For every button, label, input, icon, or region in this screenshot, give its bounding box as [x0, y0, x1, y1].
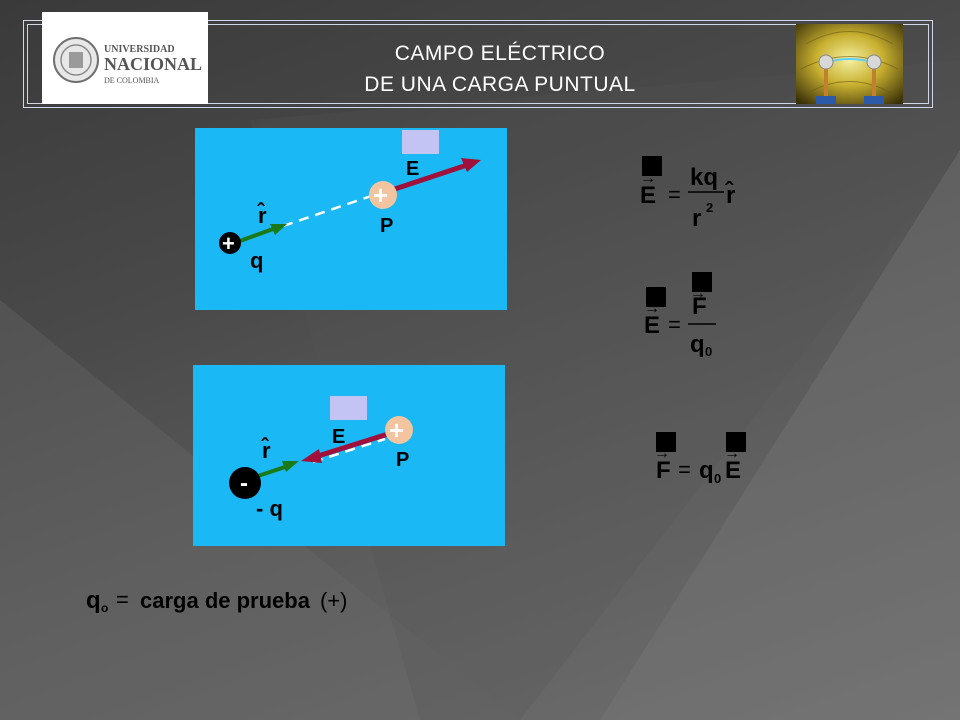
eq2-denominator: q — [690, 331, 705, 358]
source-charge — [229, 467, 261, 499]
test-charge — [385, 416, 413, 444]
dashed-line — [312, 437, 386, 464]
eq3-subscript: 0 — [714, 471, 721, 486]
field-vector-arrowhead — [301, 449, 322, 463]
unit-vector-label: r̂ — [261, 437, 271, 463]
unit-vector-arrow — [254, 465, 286, 479]
arrow-glyph: → — [690, 285, 706, 302]
arrow-glyph: → — [644, 300, 660, 317]
test-charge — [369, 181, 397, 209]
logo-seal-icon — [53, 37, 99, 83]
unit-vector-arrowhead — [270, 224, 287, 235]
point-label: P — [396, 449, 409, 471]
vector-box — [726, 432, 746, 452]
diagram-positive-charge: E + P r̂ + q — [195, 128, 507, 310]
page-title: CAMPO ELÉCTRICO DE UNA CARGA PUNTUAL — [300, 38, 700, 100]
point-label: P — [380, 215, 393, 237]
vector-box — [656, 432, 676, 452]
equation-field-definition: → → E = F q 0 — [644, 272, 716, 359]
unit-vector-arrowhead — [282, 461, 299, 472]
logo-line3: DE COLOMBIA — [104, 76, 160, 85]
field-vector-placeholder — [330, 396, 367, 420]
title-line1: CAMPO ELÉCTRICO — [394, 42, 606, 65]
arrow-glyph: → — [724, 445, 740, 462]
eq3-rhs: E — [725, 457, 741, 484]
test-charge-sign: (+) — [320, 588, 348, 613]
test-charge-sign: + — [373, 180, 388, 210]
test-charge-definition: q o = carga de prueba (+) — [86, 587, 348, 615]
logo-line2: NACIONAL — [104, 54, 202, 74]
logo-line1: UNIVERSIDAD — [104, 44, 175, 55]
vector-box — [646, 287, 666, 307]
source-charge-sign: + — [222, 231, 235, 256]
eq3-lhs: F — [656, 457, 671, 484]
eq2-subscript: 0 — [705, 344, 712, 359]
test-charge-subscript: o — [101, 601, 108, 615]
eq1-numerator: kq — [690, 164, 718, 191]
vector-box — [692, 272, 712, 292]
eq1-denominator: r — [692, 205, 701, 232]
eq2-numerator: F — [692, 293, 707, 320]
field-vector-placeholder — [402, 130, 439, 154]
charged-spheres-photo — [796, 24, 903, 104]
field-label: E — [332, 426, 345, 448]
eq1-lhs: E — [640, 182, 656, 209]
source-charge-sign: - — [240, 470, 248, 497]
eq2-equals: = — [668, 312, 681, 337]
eq1-unit: r̂ — [724, 181, 735, 209]
charge-label: - q — [256, 496, 283, 521]
test-charge-sign: + — [389, 415, 404, 445]
arrow-glyph: → — [640, 170, 656, 187]
equation-force: → → F = q 0 E — [654, 432, 746, 486]
eq3-factor: q — [699, 457, 714, 484]
equation-coulomb-field: → E = kq r 2 r̂ — [640, 156, 735, 232]
dashed-line — [282, 191, 381, 228]
test-charge-symbol: q — [86, 587, 101, 614]
header-frame-inner — [27, 24, 929, 104]
field-vector-arrow — [317, 431, 389, 459]
test-charge-text: carga de prueba — [140, 588, 311, 613]
test-charge-equals: = — [116, 587, 129, 612]
vector-box — [642, 156, 662, 176]
eq2-lhs: E — [644, 312, 660, 339]
unit-vector-label: r̂ — [257, 202, 267, 228]
field-label: E — [406, 158, 419, 180]
field-vector-arrowhead — [461, 158, 481, 172]
header-frame — [23, 20, 933, 108]
source-charge — [219, 232, 241, 254]
eq1-equals: = — [668, 182, 681, 207]
unit-vector-arrow — [239, 227, 274, 243]
eq3-equals: = — [678, 457, 691, 482]
arrow-glyph: → — [654, 445, 670, 462]
diagram-negative-charge: E + P r̂ - - q — [193, 365, 505, 546]
title-line2: DE UNA CARGA PUNTUAL — [364, 73, 636, 96]
eq1-exponent: 2 — [706, 200, 713, 215]
charge-label: q — [250, 248, 263, 273]
university-logo: UNIVERSIDAD NACIONAL DE COLOMBIA — [42, 12, 208, 104]
